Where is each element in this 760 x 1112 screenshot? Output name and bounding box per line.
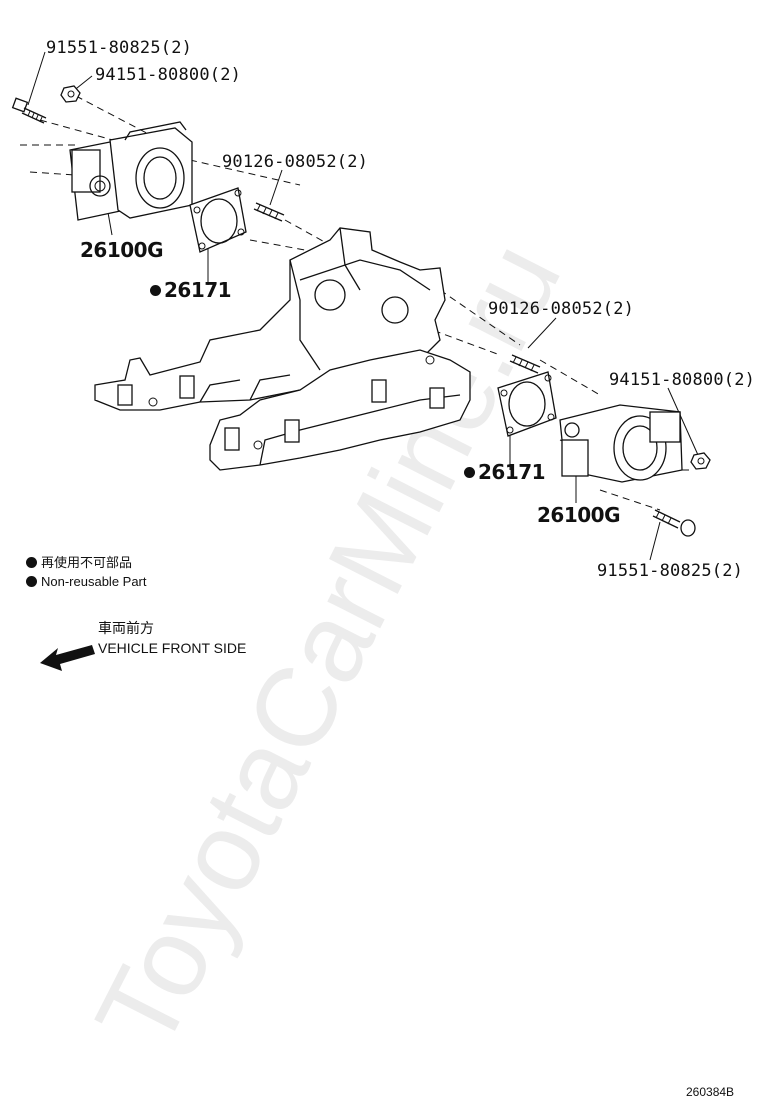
- gasket-right: [497, 371, 557, 437]
- non-reusable-mark-icon: [150, 285, 161, 296]
- callout-throttle-body-left: 26100G: [80, 238, 164, 262]
- callout-bolt-right: 91551-80825(2): [597, 561, 744, 581]
- leader-bolt-right: [649, 521, 661, 561]
- throttle-body-left: [69, 121, 193, 221]
- non-reusable-mark-icon: [26, 557, 37, 568]
- nut-left-icon: [60, 85, 81, 103]
- leader-nut-right: [667, 387, 699, 456]
- bolt-left-icon: [11, 97, 47, 124]
- drawing-code: 260384B: [686, 1085, 735, 1099]
- bolt-right-icon: [652, 509, 696, 537]
- callout-bolt-left: 91551-80825(2): [46, 38, 193, 58]
- callout-nut-left: 94151-80800(2): [95, 65, 242, 85]
- non-reusable-mark-icon: [464, 467, 475, 478]
- throttle-body-right: [559, 404, 683, 483]
- stud-right-icon: [509, 354, 541, 374]
- orientation-jp: 車両前方: [98, 620, 154, 636]
- leader-stud-left: [269, 169, 283, 206]
- nut-right-icon: [690, 452, 711, 470]
- callout-throttle-body-right: 26100G: [537, 503, 621, 527]
- callout-stud-left: 90126-08052(2): [222, 152, 369, 172]
- callout-stud-right: 90126-08052(2): [488, 299, 635, 319]
- leader-bolt-left: [27, 51, 46, 106]
- non-reusable-mark-icon: [26, 576, 37, 587]
- front-direction-arrow-icon: [40, 645, 95, 671]
- intake-manifold: [94, 227, 471, 471]
- leader-stud-right: [527, 317, 557, 349]
- gasket-left: [189, 187, 247, 253]
- orientation-en: VEHICLE FRONT SIDE: [98, 640, 247, 656]
- legend-en: Non-reusable Part: [26, 575, 147, 588]
- callout-nut-right: 94151-80800(2): [609, 370, 756, 390]
- leader-lines: [27, 51, 699, 561]
- stud-left-icon: [253, 202, 285, 222]
- callout-gasket-right: 26171: [464, 462, 546, 482]
- callout-gasket-left: 26171: [150, 280, 232, 300]
- legend-jp: 再使用不可部品: [26, 556, 132, 569]
